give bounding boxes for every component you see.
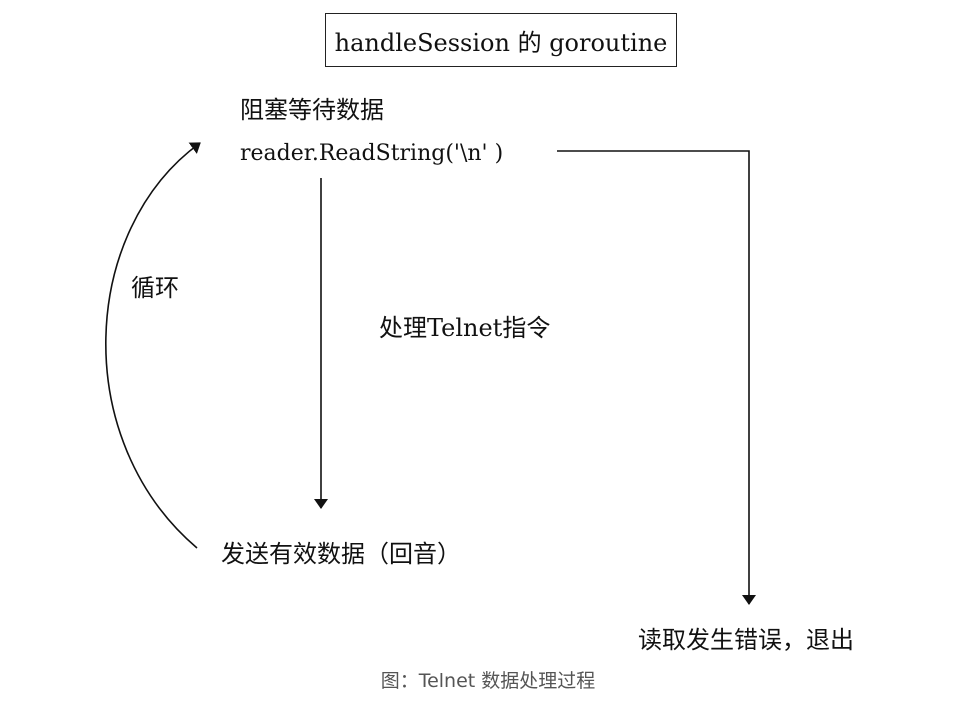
exit-label: 读取发生错误，退出 <box>638 626 854 654</box>
send-label: 发送有效数据（回音） <box>221 540 461 568</box>
wait-label: 阻塞等待数据 <box>240 96 384 124</box>
loop-arrow <box>105 142 201 549</box>
figure-caption: 图：Telnet 数据处理过程 <box>380 670 596 692</box>
loop-label: 循环 <box>131 274 179 302</box>
goroutine-title: handleSession 的 goroutine <box>334 28 668 57</box>
read-call-label: reader.ReadString('\n' ) <box>240 141 504 166</box>
error-exit-arrow <box>557 150 756 605</box>
goroutine-title-box: handleSession 的 goroutine <box>325 13 677 67</box>
process-label: 处理Telnet指令 <box>379 314 551 342</box>
